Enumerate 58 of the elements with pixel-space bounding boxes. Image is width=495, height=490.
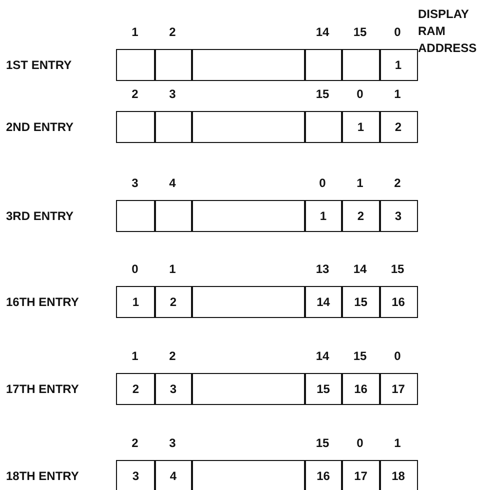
column-number: 1: [394, 87, 401, 101]
column-number: 2: [132, 87, 138, 101]
row-label: 17TH ENTRY: [6, 382, 79, 396]
table-cell: 16: [304, 460, 342, 490]
column-number: 0: [319, 176, 326, 190]
column-number: 0: [356, 436, 364, 450]
column-number: 1: [356, 176, 364, 190]
column-number: 14: [353, 262, 367, 276]
column-number: 15: [353, 349, 367, 363]
column-number: 0: [132, 262, 138, 276]
row-label: 1ST ENTRY: [6, 58, 72, 72]
table-cell: 4: [154, 460, 192, 490]
table-cell: 16: [379, 286, 418, 318]
table-cell: 3: [379, 200, 418, 232]
column-number: 1: [132, 25, 138, 39]
table-cell: 17: [379, 373, 418, 405]
column-number: 3: [132, 176, 138, 190]
row-label: 3RD ENTRY: [6, 209, 74, 223]
table-cell: 2: [379, 111, 418, 143]
column-number: 15: [316, 436, 330, 450]
column-number: 2: [394, 176, 401, 190]
column-number: 15: [316, 87, 330, 101]
table-cell: 1: [116, 286, 156, 318]
column-number: 14: [316, 349, 330, 363]
table-cell: 15: [304, 373, 342, 405]
row-label: 16TH ENTRY: [6, 295, 79, 309]
column-number: 1: [169, 262, 176, 276]
column-number: 15: [390, 262, 404, 276]
table-cell: 2: [341, 200, 380, 232]
column-number: 3: [169, 436, 176, 450]
table-cell: 1: [379, 49, 418, 81]
table-cell: 17: [341, 460, 380, 490]
table-cell: 1: [304, 200, 342, 232]
column-number: 4: [169, 176, 176, 190]
column-number: 14: [316, 25, 330, 39]
table-cell: 3: [154, 373, 192, 405]
table-cell: 1: [341, 111, 380, 143]
table-cell: 18: [379, 460, 418, 490]
table-cell: 2: [154, 286, 192, 318]
column-number: 3: [169, 87, 176, 101]
column-number: 1: [394, 436, 401, 450]
column-number: 0: [356, 87, 364, 101]
table-cell: 15: [341, 286, 380, 318]
table-cell: 14: [304, 286, 342, 318]
column-number: 2: [169, 349, 176, 363]
axis-title: DISPLAY RAM ADDRESS: [418, 6, 478, 57]
table-cell: 2: [116, 373, 156, 405]
table-cell: 16: [341, 373, 380, 405]
table-cell: 3: [116, 460, 156, 490]
column-number: 0: [394, 349, 401, 363]
column-number: 0: [394, 25, 401, 39]
column-number: 2: [169, 25, 176, 39]
column-number: 13: [316, 262, 330, 276]
row-label: 2ND ENTRY: [6, 120, 74, 134]
column-number: 15: [353, 25, 367, 39]
row-label: 18TH ENTRY: [6, 469, 79, 483]
column-number: 1: [132, 349, 138, 363]
column-number: 2: [132, 436, 138, 450]
